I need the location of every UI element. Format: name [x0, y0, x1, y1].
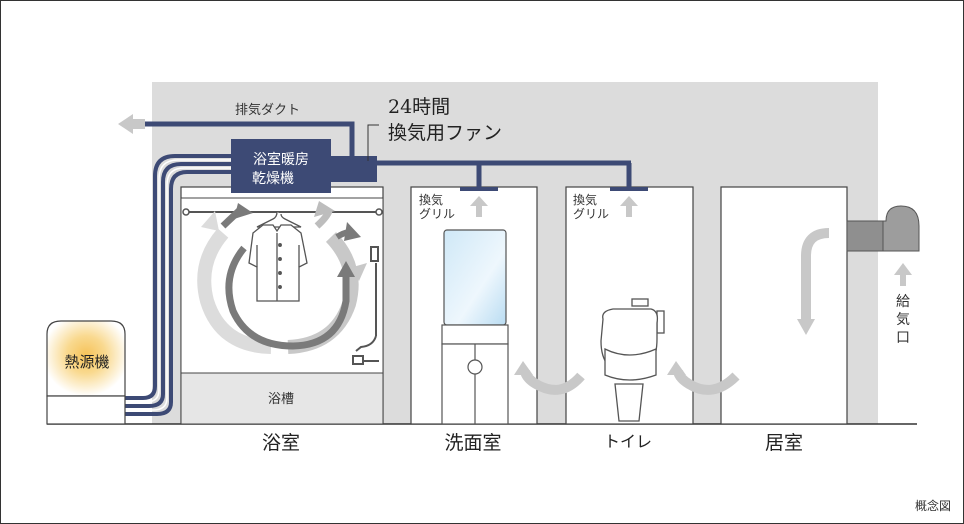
- toilet-grille-label1: 換気: [573, 192, 597, 207]
- heating-pipes: [125, 154, 233, 416]
- vanity-counter: [441, 324, 509, 345]
- dryer-label-line2: 乾燥機: [252, 171, 294, 187]
- wash-grille-label2: グリル: [419, 207, 455, 221]
- ventilation-fan-unit: [331, 156, 377, 182]
- supply-up-arrow-icon: [894, 263, 912, 275]
- room-living-label: 居室: [765, 432, 803, 454]
- mirror: [443, 229, 507, 326]
- living-room: [720, 186, 848, 425]
- exhaust-duct-label: 排気ダクト: [235, 102, 300, 118]
- supply-air-inlet-icon: [846, 205, 920, 252]
- heat-source-unit: [46, 320, 126, 425]
- toilet-icon: [600, 298, 665, 422]
- fan-label-line2: 換気用ファン: [388, 122, 502, 144]
- dryer-label-line1: 浴室暖房: [253, 151, 309, 168]
- room-washroom-label: 洗面室: [444, 432, 501, 454]
- bathtub-label: 浴槽: [268, 392, 294, 407]
- room-bathroom-label: 浴室: [262, 432, 300, 454]
- living-airflow-arrow: [801, 228, 830, 321]
- toilet-grille-label2: グリル: [573, 207, 609, 221]
- supply-label-3: 口: [896, 330, 910, 346]
- supply-label-2: 気: [896, 312, 910, 328]
- bathroom-dryer-unit: [231, 139, 331, 193]
- grille-up-arrows: [470, 196, 638, 217]
- shirt-icon: [248, 211, 308, 302]
- wash-grille-label1: 換気: [419, 192, 443, 207]
- bathroom-airflow-arrows: [197, 228, 359, 354]
- concept-note: 概念図: [915, 498, 951, 513]
- exhaust-arrow-icon: [118, 114, 133, 134]
- room-toilet-label: トイレ: [604, 432, 652, 451]
- supply-label-1: 給: [896, 294, 910, 310]
- shower-icon: [352, 246, 379, 365]
- fan-label-line1: 24時間: [388, 96, 450, 118]
- heat-source-label: 熱源機: [64, 353, 109, 371]
- bathtub: [180, 372, 384, 425]
